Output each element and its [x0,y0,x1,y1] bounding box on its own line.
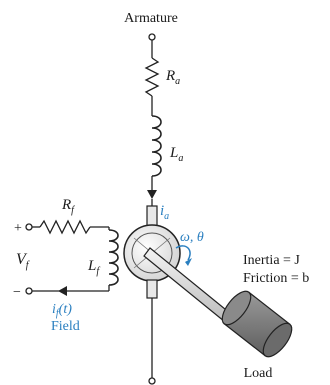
field-current-arrow [58,286,67,296]
field-resistor [39,219,91,235]
field-inductor [108,229,119,286]
load-label: Load [244,366,273,381]
minus-sign: − [13,285,21,300]
armature-inductor [151,115,162,177]
vf-label: Vf [16,251,30,271]
armature-label: Armature [124,11,178,26]
la-label: La [169,145,183,164]
field-label: Field [51,319,80,334]
inertia-label: Inertia = J [243,253,300,268]
armature-current-arrow [147,190,157,199]
rotation-arrow [175,245,191,261]
lf-label: Lf [87,258,100,277]
plus-sign: + [14,221,22,236]
bottom-brush [146,279,158,299]
top-brush [146,205,158,227]
armature-resistor [144,57,160,97]
rf-label: Rf [61,197,75,216]
field-plus-terminal [25,223,33,231]
ia-label: ia [160,203,169,222]
omega-theta-label: ω, θ [180,230,204,245]
ra-label: Ra [165,68,180,87]
field-minus-terminal [25,287,33,295]
field-current-label: if(t) [52,302,72,319]
friction-label: Friction = b [243,271,309,286]
load-cylinder [221,290,293,358]
armature-terminal [148,33,156,41]
